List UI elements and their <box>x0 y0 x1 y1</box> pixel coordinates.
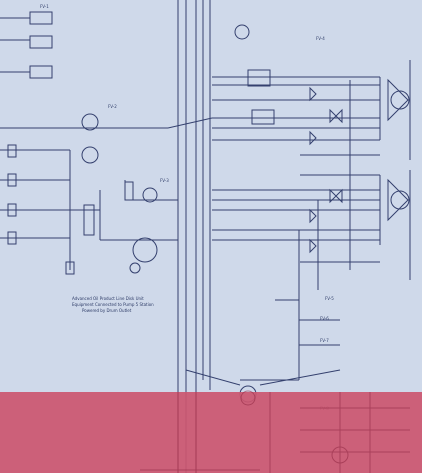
valve-label: FV-4 <box>316 36 325 41</box>
valve-label: FV-6 <box>320 316 329 321</box>
note-line-2: Equipment Connected to Pump 5 Station <box>72 302 154 307</box>
overlay-schematic <box>140 390 410 473</box>
red-overlay-band <box>0 392 422 473</box>
schematic-lines <box>0 0 411 473</box>
note-line-1: Advanced Oil Product Line Disk Unit <box>72 296 144 301</box>
note-line-3: Powered by Drum Outlet <box>82 308 132 313</box>
diagram-note: Advanced Oil Product Line Disk Unit Equi… <box>72 296 154 313</box>
valve-label: FV-5 <box>325 296 334 301</box>
valve-label: FV-2 <box>108 104 117 109</box>
component-symbols <box>7 11 410 403</box>
valve-label: FV-1 <box>40 4 49 9</box>
valve-label: FV-7 <box>320 338 329 343</box>
valve-label: FV-3 <box>160 178 169 183</box>
